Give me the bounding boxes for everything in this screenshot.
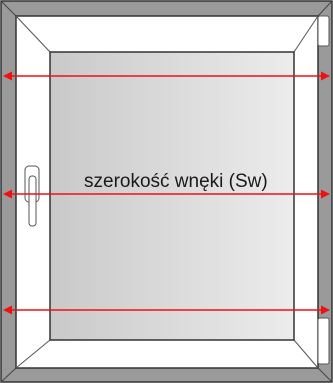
measure-label: szerokość wnęki (Sw) — [84, 171, 268, 192]
hinge-bottom — [317, 317, 330, 365]
hinge-top — [317, 15, 330, 47]
glass-pane — [49, 51, 295, 341]
